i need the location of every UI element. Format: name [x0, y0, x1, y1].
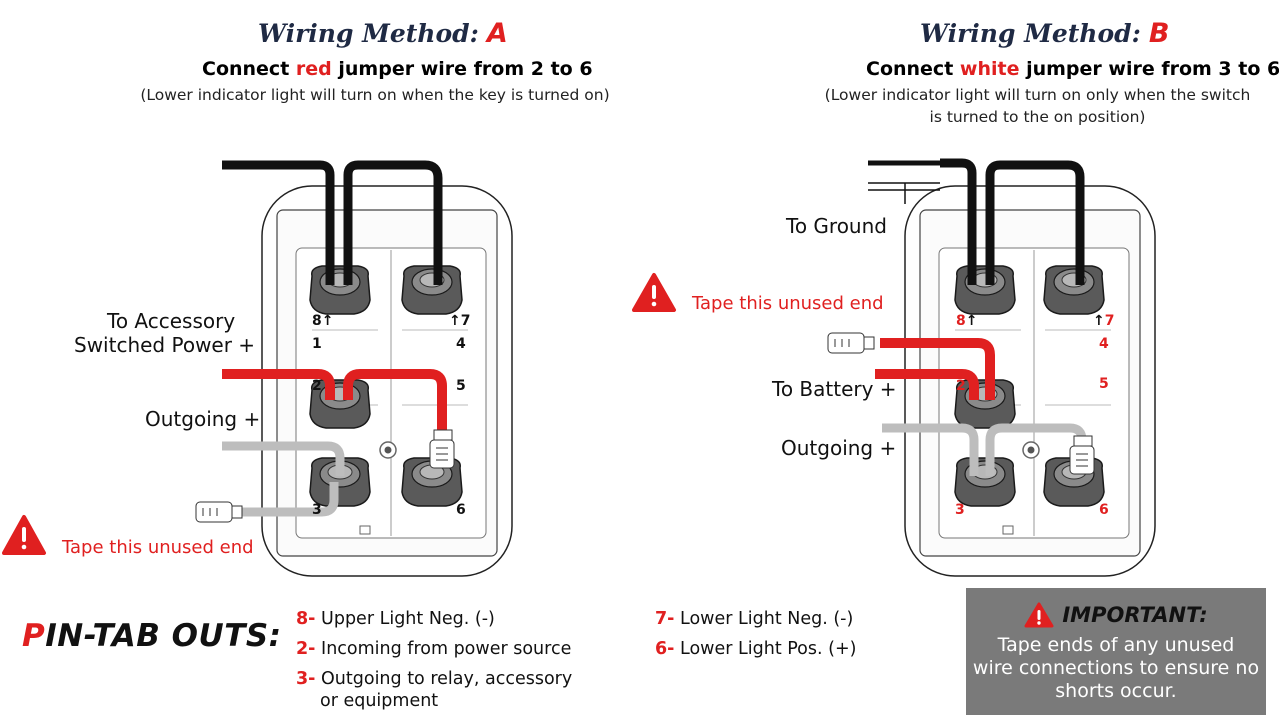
pin-b-6: 6 [1099, 502, 1109, 518]
label-switched-power: Switched Power + [74, 333, 256, 357]
terminal-a-7 [401, 265, 463, 315]
pin-a-8: 8↑ [312, 313, 334, 329]
pinout-item: 3- Outgoing to relay, accessory [296, 669, 573, 689]
warn-text-a: Tape this unused end [62, 537, 254, 558]
method-a-title: Wiring Method:A [258, 18, 508, 49]
warning-icon-important [1024, 602, 1054, 628]
pin-a-7: ↑7 [449, 313, 471, 329]
method-b-note: (Lower indicator light will turn on only… [824, 86, 1251, 126]
pin-a-5: 5 [456, 378, 466, 394]
pinout-item: or equipment [320, 691, 439, 711]
important-body: Tape ends of any unused wire connections… [972, 634, 1260, 702]
method-a-note: (Lower indicator light will turn on when… [140, 86, 610, 104]
pinout-item: 2- Incoming from power source [296, 639, 572, 659]
label-outgoing-b: Outgoing + [781, 436, 897, 460]
gray-connector-a [195, 501, 243, 523]
red-connector-a [429, 429, 455, 469]
terminal-b-3 [954, 457, 1016, 507]
pin-a-3: 3 [312, 502, 322, 518]
method-b-title: Wiring Method:B [920, 18, 1170, 49]
switch-a-body [261, 185, 513, 577]
label-outgoing-a: Outgoing + [145, 407, 261, 431]
method-a-subtitle: Connect red jumper wire from 2 to 6 [202, 58, 593, 80]
warning-icon-b [632, 273, 676, 312]
pin-a-2: 2 [312, 378, 322, 394]
pin-b-5: 5 [1099, 376, 1109, 392]
important-header: IMPORTANT: [966, 602, 1266, 628]
important-title: IMPORTANT: [1062, 603, 1208, 627]
pin-a-4: 4 [456, 336, 466, 352]
pinout-item: 7- Lower Light Neg. (-) [655, 609, 854, 629]
pin-a-1: 1 [312, 336, 322, 352]
pin-b-3: 3 [955, 502, 965, 518]
warning-icon-a [2, 515, 46, 555]
pin-b-8: 8↑ [956, 313, 978, 329]
pinout-item: 6- Lower Light Pos. (+) [655, 639, 857, 659]
pinouts-right: 7- Lower Light Neg. (-) 6- Lower Light P… [655, 608, 915, 660]
switch-b-body [904, 185, 1156, 577]
pin-b-4: 4 [1099, 336, 1109, 352]
wires-a [222, 160, 447, 517]
terminal-b-7 [1043, 265, 1105, 315]
wires-b [868, 158, 1087, 476]
pin-b-2: 2 [956, 378, 966, 394]
important-box: IMPORTANT: Tape ends of any unused wire … [966, 588, 1266, 715]
pin-a-6: 6 [456, 502, 466, 518]
warn-text-b: Tape this unused end [692, 293, 884, 314]
label-to-accessory: To Accessory [107, 309, 236, 333]
pinout-item: 8- Upper Light Neg. (-) [296, 609, 495, 629]
gray-connector-b [1069, 435, 1095, 475]
diagram-svg [2, 158, 1156, 577]
pinouts-left: 8- Upper Light Neg. (-) 2- Incoming from… [296, 608, 626, 712]
pin-b-7: ↑7 [1093, 313, 1115, 329]
method-b-subtitle: Connect white jumper wire from 3 to 6 [866, 58, 1279, 80]
red-connector-b [827, 332, 875, 354]
label-to-battery: To Battery + [772, 377, 897, 401]
label-to-ground: To Ground [786, 214, 887, 238]
terminal-b-8 [954, 265, 1016, 315]
pinouts-title: PIN-TAB OUTS: [22, 618, 282, 654]
terminal-a-8 [309, 265, 371, 315]
